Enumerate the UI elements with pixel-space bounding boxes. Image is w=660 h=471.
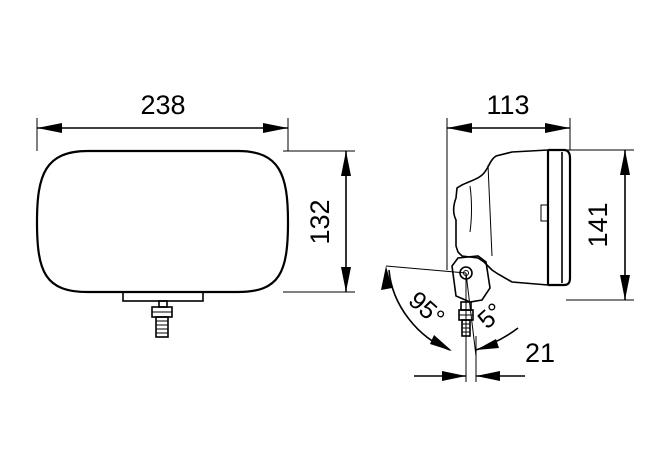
side-lens-rim [546, 148, 572, 287]
front-height-label: 132 [305, 199, 335, 244]
dimension-bracket-offset: 21 [414, 336, 555, 382]
side-housing-outline [452, 149, 549, 286]
side-depth-label: 113 [486, 90, 529, 120]
dimension-front-width: 238 [36, 90, 289, 151]
front-mounting-plate [122, 291, 204, 302]
front-housing-outline [35, 149, 290, 294]
tilt-back-label: 95° [403, 286, 450, 332]
dimension-side-depth: 113 [446, 90, 571, 270]
side-height-label: 141 [583, 202, 613, 247]
side-bracket [451, 255, 491, 303]
front-view: 238 132 [35, 90, 355, 338]
dimension-side-height: 141 [566, 149, 634, 301]
side-view: 113 141 95° 5° [381, 90, 634, 382]
dimension-tilt-forward: 5° [465, 272, 519, 357]
front-mounting-bolt [151, 300, 173, 338]
side-rim-tab [540, 204, 549, 222]
side-housing-contour [469, 164, 493, 257]
dimension-front-height: 132 [283, 150, 355, 293]
tilt-forward-label: 5° [472, 298, 509, 335]
front-width-label: 238 [140, 90, 185, 120]
bracket-offset-label: 21 [525, 338, 555, 368]
